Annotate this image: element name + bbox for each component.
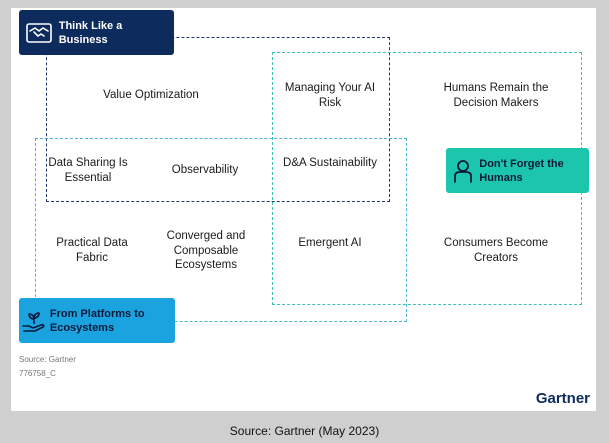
think-like-a-business-badge: Think Like a Business bbox=[19, 10, 174, 55]
diagram-card: Think Like a Business From Platforms to … bbox=[11, 8, 596, 411]
from-platforms-to-ecosystems-badge: From Platforms to Ecosystems bbox=[19, 298, 175, 343]
dont-forget-the-humans-badge: Don't Forget the Humans bbox=[446, 148, 589, 193]
trend-humans-remain-decision-makers: Humans Remain the Decision Makers bbox=[443, 82, 549, 109]
badge-label: Don't Forget the Humans bbox=[479, 157, 564, 184]
trend-consumers-become-creators: Consumers Become Creators bbox=[443, 237, 549, 264]
trend-observability: Observability bbox=[171, 164, 239, 176]
badge-label: Think Like a Business bbox=[58, 19, 123, 46]
figure-id: 776758_C bbox=[19, 369, 56, 378]
plant-hand-icon bbox=[19, 310, 50, 332]
trend-value-optimization: Value Optimization bbox=[103, 89, 199, 101]
handshake-icon bbox=[19, 22, 59, 43]
trend-emergent-ai: Emergent AI bbox=[298, 237, 362, 249]
figure-caption: Source: Gartner (May 2023) bbox=[229, 424, 380, 438]
gartner-logo: Gartner bbox=[535, 390, 590, 407]
trend-da-sustainability: D&A Sustainability bbox=[283, 157, 377, 169]
trend-managing-your-ai-risk: Managing Your AI Risk bbox=[284, 82, 376, 109]
source-note: Source: Gartner 776758_C bbox=[19, 353, 76, 381]
trend-practical-data-fabric: Practical Data Fabric bbox=[56, 237, 128, 264]
badge-label: From Platforms to Ecosystems bbox=[49, 307, 145, 334]
source-text: Source: Gartner bbox=[19, 355, 76, 364]
trend-data-sharing-is-essential: Data Sharing Is Essential bbox=[48, 157, 128, 184]
trend-converged-and-composable-ecosystems: Converged and Composable Ecosystems bbox=[166, 230, 246, 271]
person-icon bbox=[446, 159, 479, 183]
